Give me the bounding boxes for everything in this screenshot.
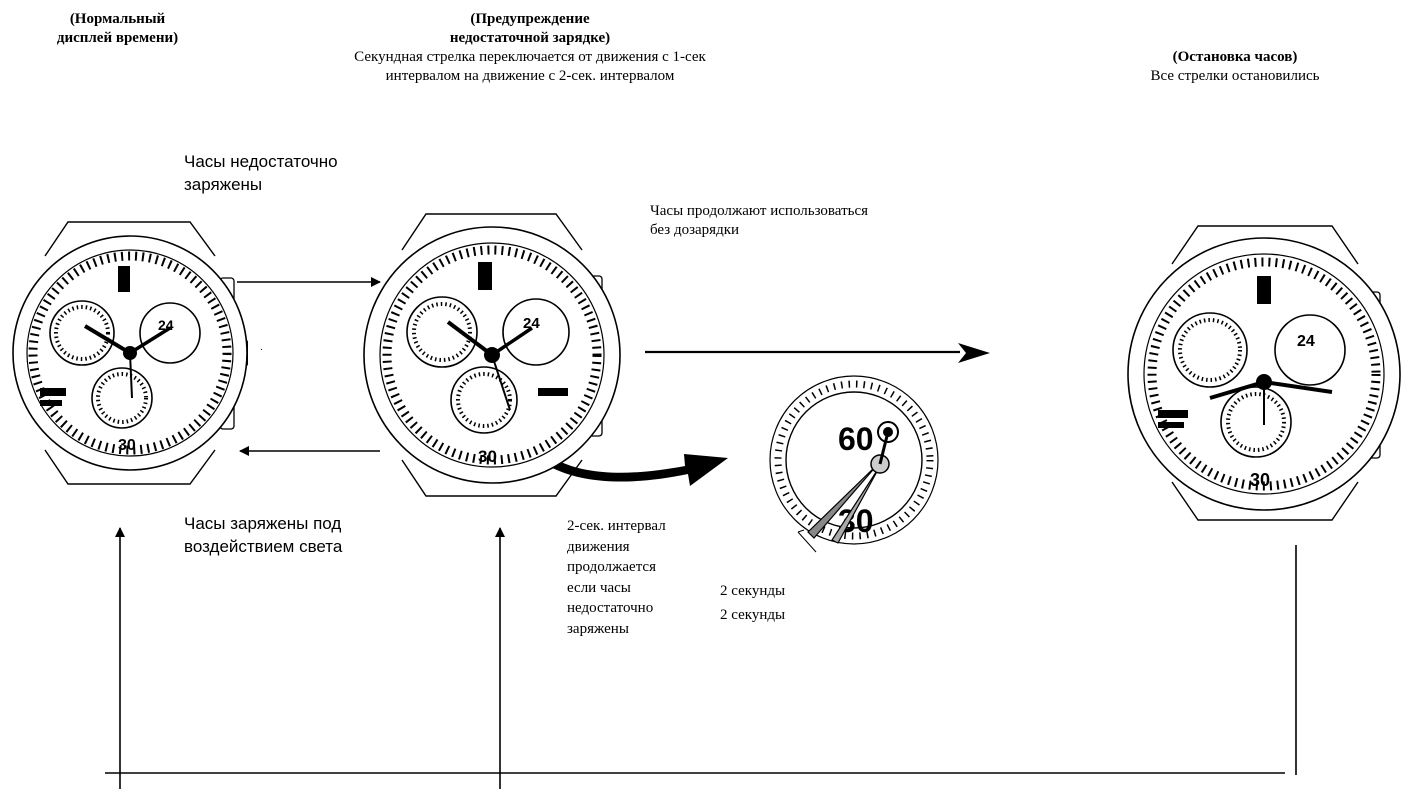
dial-top-number: 60 bbox=[838, 421, 874, 457]
charged-by-light-label: Часы заряжены под воздействием света bbox=[184, 514, 343, 556]
charge-warning-description: Секундная стрелка переключается от движе… bbox=[354, 49, 706, 84]
svg-text:.: . bbox=[260, 342, 263, 353]
seconds-label-1: 2 секунды bbox=[720, 583, 786, 599]
watch-bottom-number: 30 bbox=[1250, 470, 1270, 490]
watch-stop-description: Все стрелки остановились bbox=[1150, 68, 1320, 84]
interval-note: 2-сек. интервал движения продолжается ес… bbox=[567, 518, 666, 637]
watch-warning-icon: 24 30 bbox=[363, 213, 621, 497]
subdial-number: 24 bbox=[1297, 333, 1315, 350]
watch-bottom-number: 30 bbox=[478, 447, 497, 466]
seconds-dial-detail-icon: 60 30 bbox=[769, 375, 939, 553]
insufficient-charge-label: Часы недостаточно заряжены bbox=[184, 152, 338, 194]
seconds-label-2: 2 секунды bbox=[720, 607, 786, 623]
watch-stopped-icon: 24 30 bbox=[1127, 225, 1401, 521]
watch-normal-icon: . 24 30 bbox=[12, 221, 263, 485]
watch-stop-title: (Остановка часов) bbox=[1172, 49, 1298, 65]
arrow-to-stop-head bbox=[958, 343, 990, 363]
subdial-number: 24 bbox=[523, 315, 540, 332]
detail-curved-arrow bbox=[510, 425, 728, 486]
normal-display-title: (Нормальный дисплей времени) bbox=[56, 11, 179, 46]
continue-without-charge-label: Часы продолжают использоваться без дозар… bbox=[650, 203, 869, 238]
charge-warning-title: (Предупреждение недостаточной зарядке) bbox=[449, 11, 611, 46]
watch-bottom-number: 30 bbox=[118, 437, 136, 454]
